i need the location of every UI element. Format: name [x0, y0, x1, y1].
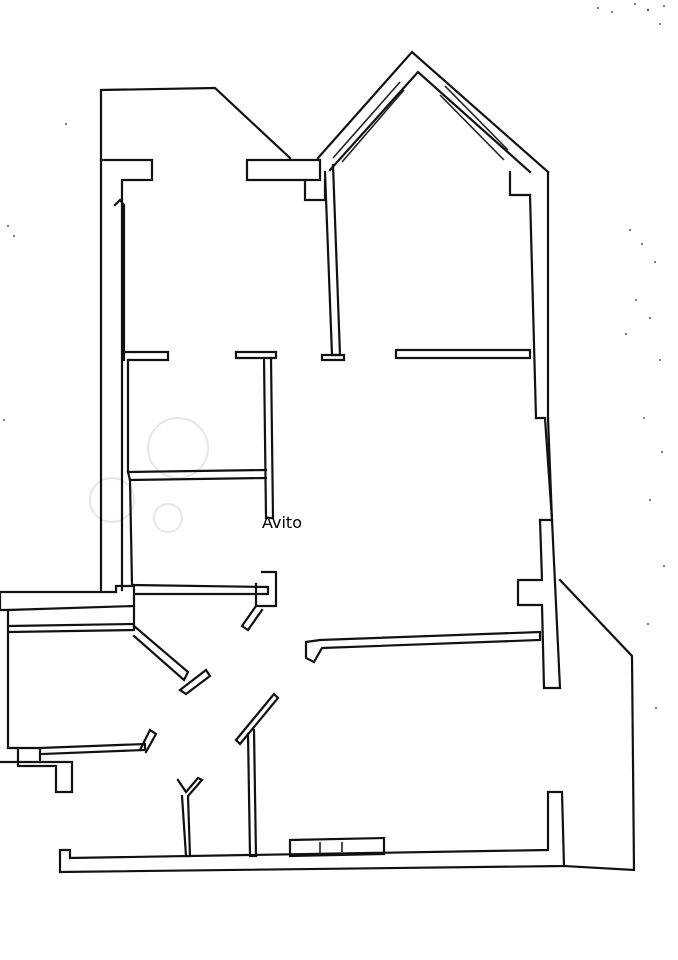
balcony-outline — [558, 578, 636, 872]
watermark-dot-small — [153, 503, 183, 533]
wall-right — [516, 416, 562, 690]
watermark-dot-large — [147, 417, 209, 479]
watermark-dot-medium — [89, 477, 135, 523]
watermark-text: Avito — [262, 513, 302, 532]
wall-bottom-interior — [176, 692, 280, 858]
wall-top-partitions — [122, 158, 346, 520]
wall-middle-partitions — [126, 348, 532, 587]
wall-hall — [130, 570, 542, 664]
wall-bottom — [58, 790, 566, 874]
wall-lower-left — [0, 584, 212, 794]
scan-specks — [3, 3, 665, 709]
wall-upper-left — [99, 86, 292, 592]
wall-bay-window — [316, 50, 550, 420]
